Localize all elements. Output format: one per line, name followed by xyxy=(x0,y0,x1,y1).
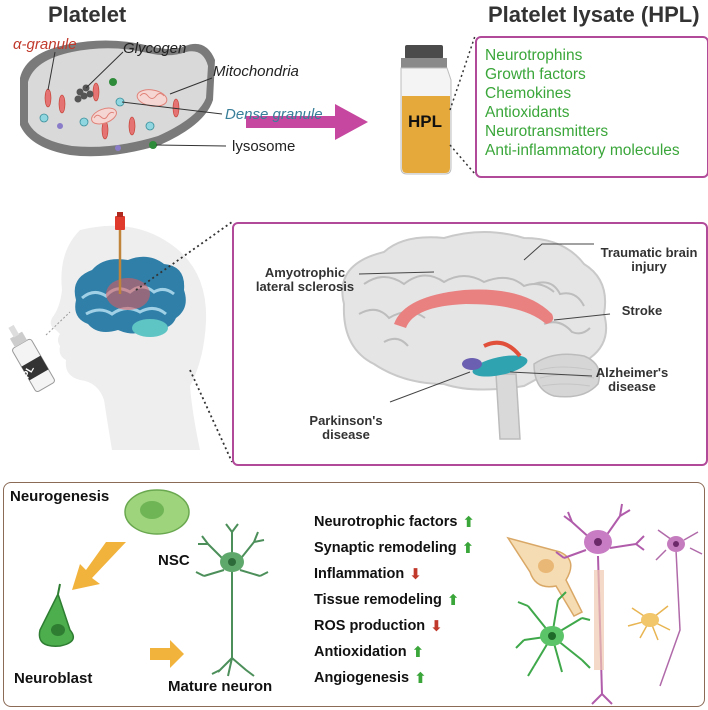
neurogenesis-box xyxy=(3,482,705,707)
alzheimers-label: Alzheimer's disease xyxy=(595,365,669,394)
brain-box xyxy=(232,222,708,466)
arrow-nsc-neuroblast xyxy=(72,542,126,590)
effect-label: Antioxidation xyxy=(314,644,407,660)
mitochondria xyxy=(91,89,168,125)
head-silhouette xyxy=(50,225,207,450)
brainstem xyxy=(495,373,521,440)
effect-row: Synaptic remodeling⬆ xyxy=(314,535,475,561)
effect-row: Angiogenesis⬆ xyxy=(314,665,475,691)
nsc-label: NSC xyxy=(158,552,190,569)
alpha-granule-label: α-granule xyxy=(13,36,77,53)
effect-row: Neurotrophic factors⬆ xyxy=(314,509,475,535)
effect-label: Angiogenesis xyxy=(314,670,410,686)
lysosome-label: lysosome xyxy=(232,138,296,155)
neurogenesis-title: Neurogenesis xyxy=(10,488,110,505)
head-diagram xyxy=(8,212,233,463)
factor-item: Anti-inflammatory molecules xyxy=(485,142,680,159)
parkinsons-label: Parkinson's disease xyxy=(309,413,383,442)
brain-leader-lines xyxy=(358,243,611,403)
arrow-up-icon: ⬆ xyxy=(461,540,475,557)
neuroblast-cell xyxy=(38,592,75,647)
effect-row: Inflammation⬇ xyxy=(314,561,475,587)
factor-item: Chemokines xyxy=(485,85,572,102)
effect-list: Neurotrophic factors⬆Synaptic remodeling… xyxy=(314,509,475,691)
cerebrum xyxy=(341,231,608,391)
arrow-neuroblast-neuron xyxy=(150,640,184,668)
spray-bottle xyxy=(8,324,55,392)
effect-label: Tissue remodeling xyxy=(314,592,442,608)
effect-row: Tissue remodeling⬆ xyxy=(314,587,475,613)
hippocampus xyxy=(472,355,528,377)
effect-row: ROS production⬇ xyxy=(314,613,475,639)
alpha-granules xyxy=(44,82,180,140)
effect-label: Inflammation xyxy=(314,566,405,582)
glycogen-label: Glycogen xyxy=(123,40,187,57)
tbi-label: Traumatic brain injury xyxy=(600,245,698,274)
arrow-up-icon: ⬆ xyxy=(411,644,425,661)
mature-neuron xyxy=(195,523,269,677)
arrow-down-icon: ⬇ xyxy=(409,566,422,583)
mitochondria-label: Mitochondria xyxy=(213,63,299,80)
stroke-label: Stroke xyxy=(621,303,663,318)
arrow-down-icon: ⬇ xyxy=(430,618,443,635)
platelet-to-hpl-arrow xyxy=(246,104,368,140)
arrow-up-icon: ⬆ xyxy=(414,670,427,687)
bottle-label: HPL xyxy=(408,112,442,131)
lysosomes xyxy=(57,78,157,151)
dense-granules xyxy=(39,97,155,131)
effect-label: Neurotrophic factors xyxy=(314,514,458,530)
arrow-up-icon: ⬆ xyxy=(446,592,460,609)
factor-item: Antioxidants xyxy=(485,104,570,121)
factor-item: Neurotrophins xyxy=(485,47,583,64)
platelet-inner xyxy=(28,48,208,147)
factor-item: Growth factors xyxy=(485,66,586,83)
mature-neuron-label: Mature neuron xyxy=(168,678,273,695)
effect-label: ROS production xyxy=(314,618,426,634)
factor-item: Neurotransmitters xyxy=(485,123,609,140)
neuron-cluster xyxy=(506,503,703,705)
probe xyxy=(115,212,125,294)
sagittal-brain xyxy=(341,231,608,440)
platelet-diagram xyxy=(20,35,686,175)
hpl-title: Platelet lysate (HPL) xyxy=(488,2,700,27)
dense-granule-label: Dense granule xyxy=(225,106,323,123)
platelet-title: Platelet xyxy=(48,2,127,27)
als-label: Amyotrophic lateral sclerosis xyxy=(255,265,355,294)
hpl-bottle xyxy=(400,45,452,175)
effect-label: Synaptic remodeling xyxy=(314,540,457,556)
neuroblast-label: Neuroblast xyxy=(14,670,93,687)
head-brain xyxy=(74,256,186,337)
neurogenesis-diagram xyxy=(38,489,703,705)
corpus-callosum xyxy=(394,289,554,328)
arrow-up-icon: ⬆ xyxy=(462,514,475,531)
effect-row: Antioxidation⬆ xyxy=(314,639,475,665)
